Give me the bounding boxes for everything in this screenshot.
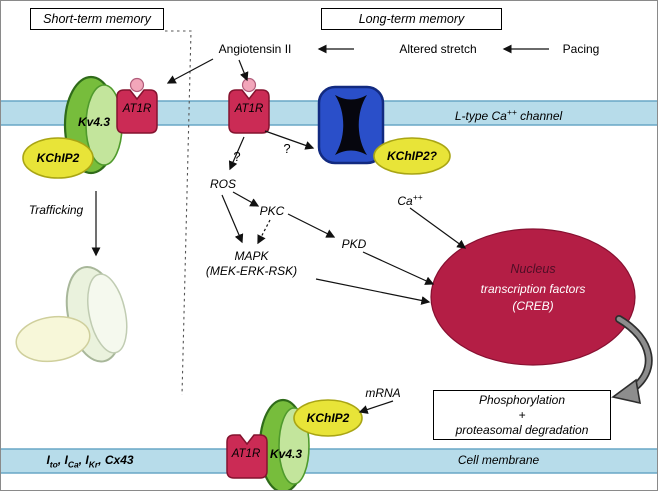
membrane-bottom xyxy=(1,448,657,474)
arrow-at1r-to-ltype xyxy=(264,130,315,150)
current-ikr: , IKr xyxy=(78,453,99,470)
pacing-label: Pacing xyxy=(562,42,600,56)
arrow-ros-to-mapk xyxy=(221,194,244,244)
at1r-mid-label: AT1R xyxy=(234,103,264,115)
kchip2-question-ellipse xyxy=(373,137,451,175)
current-ito: Ito xyxy=(46,453,58,470)
cell-membrane-label: Cell membrane xyxy=(457,453,540,467)
at1r-receptor-middle xyxy=(228,77,270,134)
arrows xyxy=(91,44,549,414)
arrow-pkc-to-mapk-dotted xyxy=(257,219,271,245)
ros-label: ROS xyxy=(209,177,236,191)
degradation-box: Phosphorylation + proteasomal degradatio… xyxy=(433,390,611,440)
ltype-label-sup: ++ xyxy=(506,107,517,117)
arrow-angiotensin-to-at1r-mid xyxy=(238,59,249,82)
kchip2-top-label: KChIP2 xyxy=(36,151,80,165)
angiotensin-label: Angiotensin II xyxy=(218,42,292,56)
current-labels: Ito, ICa, IKr, Cx43 xyxy=(31,453,149,471)
at1r-receptor-bottom xyxy=(226,434,268,479)
arrow-mapk-to-nucleus xyxy=(315,278,431,305)
kv43-top-label: Kv4.3 xyxy=(77,115,111,129)
degradation-line1: Phosphorylation xyxy=(478,392,566,407)
current-cx43: , Cx43 xyxy=(98,453,134,467)
altered-stretch-label: Altered stretch xyxy=(399,42,477,56)
trafficking-label: Trafficking xyxy=(28,203,84,217)
pkc-label: PKC xyxy=(259,204,285,218)
arrow-pkc-to-pkd xyxy=(287,213,336,238)
at1r-bottom-label: AT1R xyxy=(231,448,261,460)
kchip2-bottom-ellipse xyxy=(293,399,363,437)
ltype-channel xyxy=(317,85,385,165)
pkd-label: PKD xyxy=(341,237,367,251)
nucleus-ellipse xyxy=(430,228,636,366)
kv43-bottom-label: Kv4.3 xyxy=(269,447,303,461)
question-left-label: ? xyxy=(233,149,241,164)
mapk-line1: MAPK xyxy=(234,249,269,263)
short-term-memory-label: Short-term memory xyxy=(43,12,151,26)
arrow-mrna-to-kchip2 xyxy=(358,400,394,414)
at1r-receptor-left xyxy=(116,77,158,134)
kchip2-question-label: KChIP2? xyxy=(386,149,437,163)
mapk-label: MAPK (MEK-ERK-RSK) xyxy=(183,249,320,279)
ligand-ball-middle xyxy=(241,77,257,93)
arrow-angiotensin-to-at1r-left xyxy=(166,58,214,84)
degradation-line3: proteasomal degradation xyxy=(455,422,589,437)
arrow-pkd-to-nucleus xyxy=(362,251,435,285)
arrow-ca-to-nucleus xyxy=(409,207,467,249)
nucleus-line2: (CREB) xyxy=(512,299,554,313)
ca-base: Ca xyxy=(397,194,413,208)
question-right-label: ? xyxy=(283,141,291,156)
nucleus-title: Nucleus xyxy=(510,262,556,276)
short-term-memory-box: Short-term memory xyxy=(30,8,164,30)
ca-label: Ca++ xyxy=(385,190,435,208)
arrow-ros-to-pkc xyxy=(232,191,260,207)
dashed-separator xyxy=(165,30,192,396)
degradation-line2: + xyxy=(518,407,526,422)
nucleus-line1: transcription factors xyxy=(480,282,586,296)
mrna-label: mRNA xyxy=(365,386,401,400)
kchip2-top-ellipse xyxy=(22,137,94,179)
kchip2-internalized xyxy=(15,315,91,363)
arrow-nucleus-to-degradation xyxy=(611,315,653,405)
current-ica: , ICa xyxy=(57,453,79,470)
ltype-label-post: channel xyxy=(516,109,563,123)
kchip2-bottom-label: KChIP2 xyxy=(306,411,350,425)
long-term-memory-box: Long-term memory xyxy=(321,8,502,30)
ltype-channel-label: L-type Ca++ channel xyxy=(416,105,601,123)
nucleus-text: transcription factors (CREB) xyxy=(437,281,629,315)
ltype-label-pre: L-type Ca xyxy=(454,109,507,123)
ligand-ball-left xyxy=(129,77,145,93)
arrow-at1r-to-ros xyxy=(228,136,245,171)
mapk-line2: (MEK-ERK-RSK) xyxy=(205,264,298,278)
long-term-memory-label: Long-term memory xyxy=(358,12,465,26)
ca-superscript: ++ xyxy=(412,192,423,202)
at1r-left-label: AT1R xyxy=(122,103,152,115)
